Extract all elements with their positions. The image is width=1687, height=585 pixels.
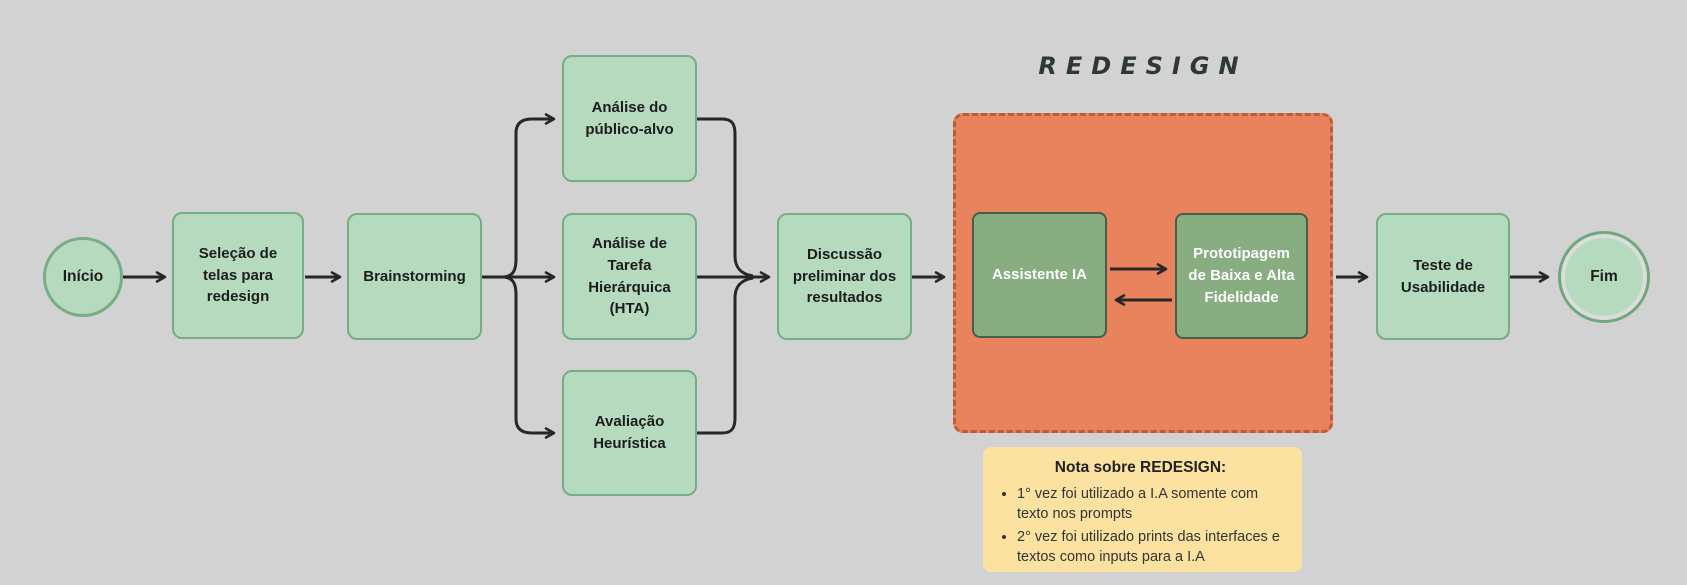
- redesign-note[interactable]: Nota sobre REDESIGN: 1° vez foi utilizad…: [983, 447, 1302, 572]
- node-prototipagem[interactable]: Prototipagem de Baixa e Alta Fidelidade: [1175, 213, 1308, 339]
- connector-heuristica-merge[interactable]: [697, 276, 754, 435]
- node-avaliacao-heuristica-label: Avaliação Heurística: [593, 413, 666, 452]
- node-fim-inner: Fim: [1565, 238, 1643, 316]
- node-inicio-label: Início: [62, 267, 104, 285]
- redesign-zone-title[interactable]: REDESIGN: [1038, 52, 1248, 80]
- node-fim-label: Fim: [1590, 268, 1618, 285]
- note-item: 1° vez foi utilizado a I.A somente com t…: [1017, 484, 1288, 524]
- arrow-brainstorming-heuristica[interactable]: [503, 275, 556, 439]
- node-analise-tarefa-hta-label: Análise de Tarefa Hierárquica (HTA): [588, 235, 671, 318]
- node-fim[interactable]: Fim: [1558, 231, 1650, 323]
- node-avaliacao-heuristica[interactable]: Avaliação Heurística: [562, 370, 697, 496]
- note-item: 2° vez foi utilizado prints das interfac…: [1017, 527, 1288, 567]
- arrow-brainstorming-publico[interactable]: [503, 113, 556, 279]
- note-title: Nota sobre REDESIGN:: [1054, 459, 1227, 476]
- node-discussao-preliminar-label: Discussão preliminar dos resultados: [792, 245, 897, 307]
- node-analise-tarefa-hta[interactable]: Análise de Tarefa Hierárquica (HTA): [562, 213, 697, 340]
- node-analise-publico-alvo[interactable]: Análise do público-alvo: [562, 55, 697, 182]
- node-brainstorming-label: Brainstorming: [363, 267, 466, 285]
- node-selecao-telas-label: Seleção de telas para redesign: [198, 244, 278, 306]
- node-teste-usabilidade-label: Teste de Usabilidade: [1400, 256, 1486, 296]
- connector-publico-merge[interactable]: [697, 117, 754, 278]
- node-analise-publico-alvo-label: Análise do público-alvo: [585, 98, 674, 138]
- node-brainstorming[interactable]: Brainstorming: [347, 213, 482, 340]
- node-assistente-ia-label: Assistente IA: [991, 266, 1088, 284]
- node-discussao-preliminar[interactable]: Discussão preliminar dos resultados: [777, 213, 912, 340]
- node-assistente-ia[interactable]: Assistente IA: [972, 212, 1107, 338]
- node-inicio[interactable]: Início: [43, 237, 123, 317]
- node-prototipagem-label: Prototipagem de Baixa e Alta Fidelidade: [1188, 245, 1295, 306]
- node-selecao-telas[interactable]: Seleção de telas para redesign: [172, 212, 304, 339]
- node-teste-usabilidade[interactable]: Teste de Usabilidade: [1376, 213, 1510, 340]
- note-list: 1° vez foi utilizado a I.A somente com t…: [993, 484, 1288, 567]
